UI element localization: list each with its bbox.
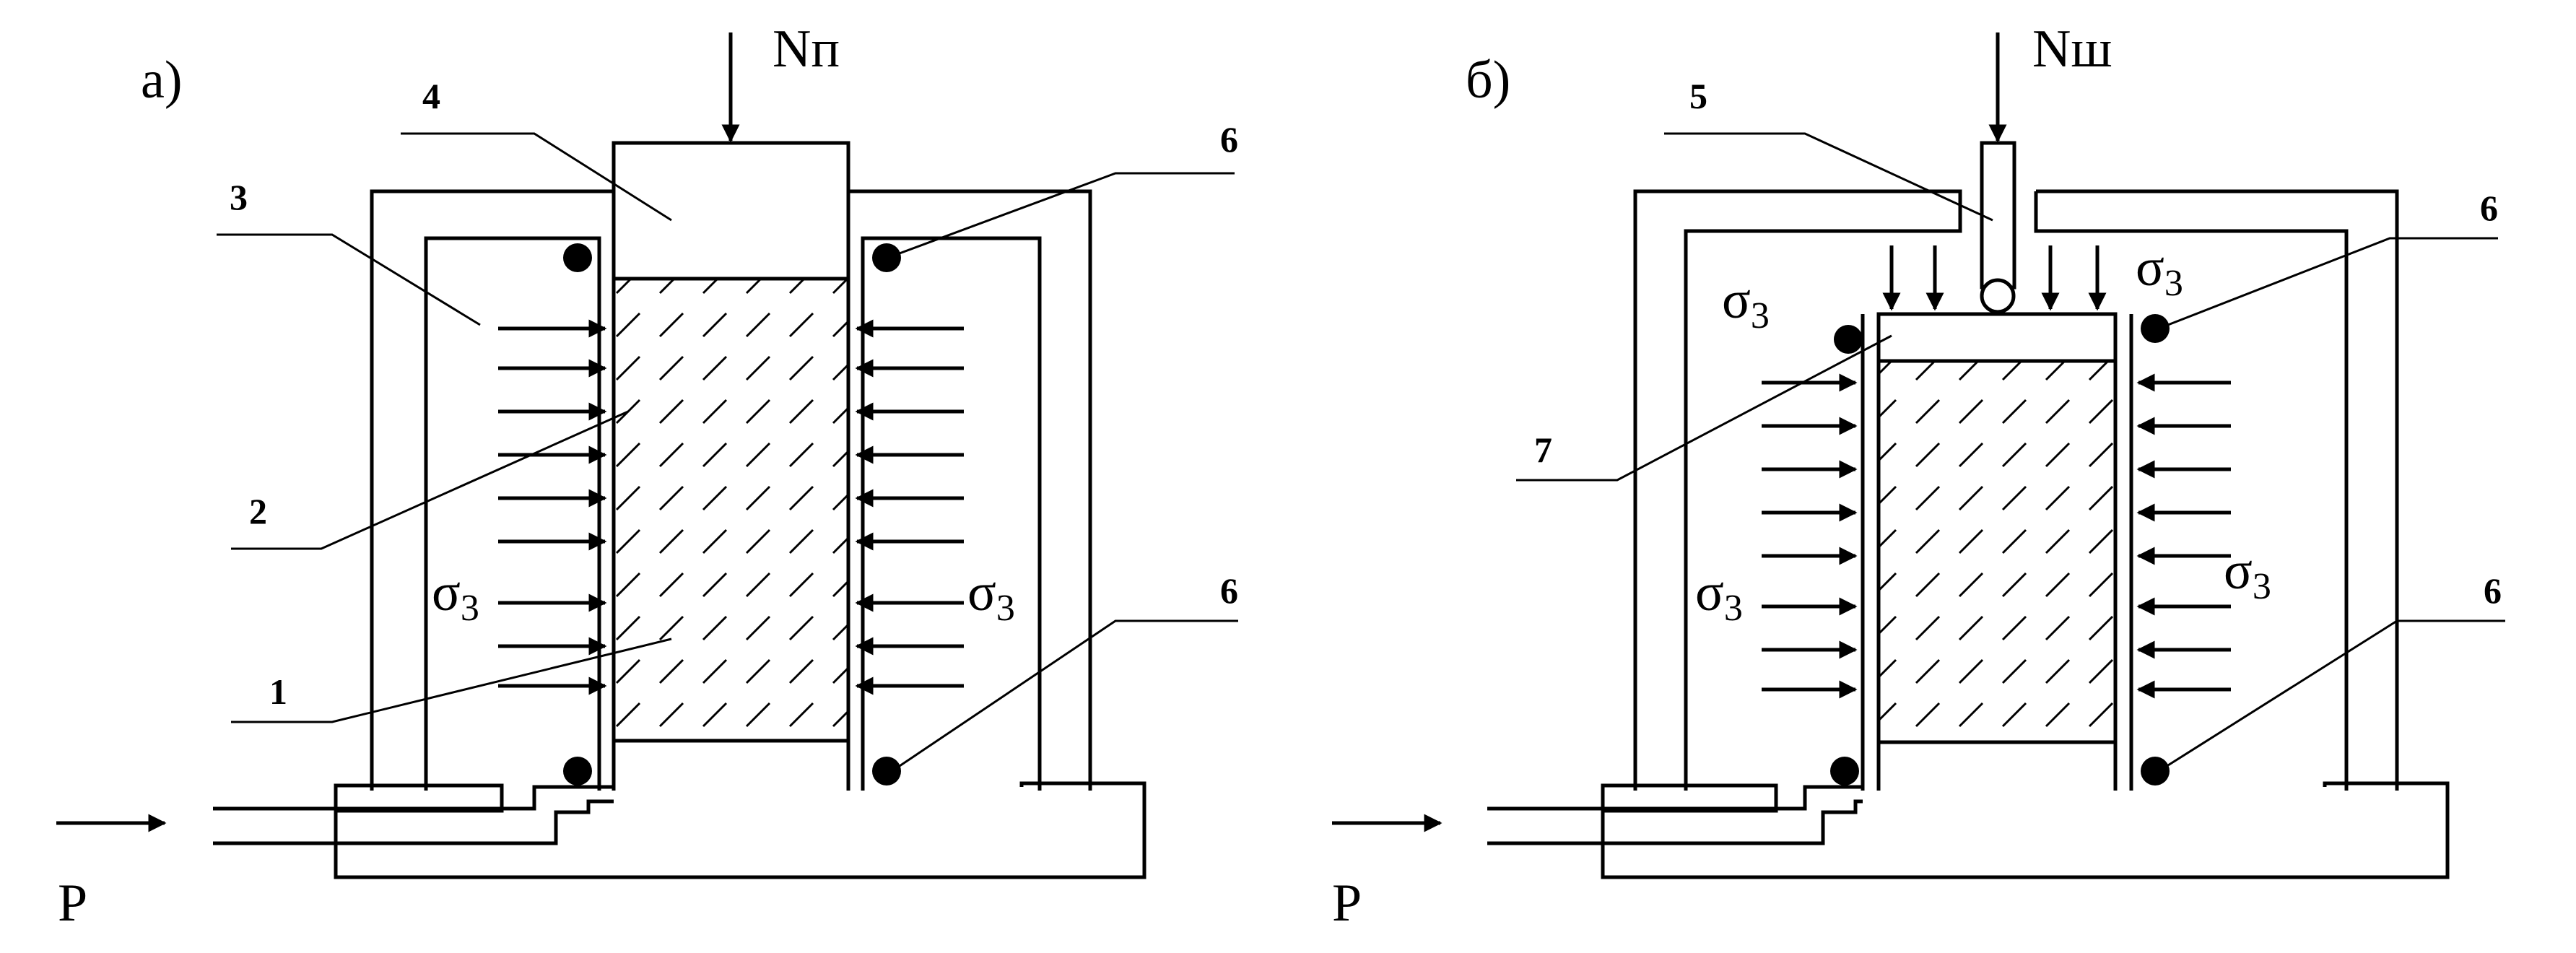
leader-6-top-b (2158, 237, 2498, 330)
panel-b-label: б) (1466, 51, 1510, 110)
pressure-arrows-left-a (498, 319, 607, 695)
ball-rod-b (1980, 141, 2016, 290)
chamber-wall-right-a (846, 189, 1092, 791)
sigma-left-b: σ3 (1695, 563, 1743, 629)
force-label-b: Nш (2032, 19, 2112, 79)
punch-a (612, 141, 850, 281)
leader-5-b (1664, 132, 1993, 222)
leader-2-a (231, 410, 629, 550)
pressure-arrows-right-a (855, 319, 964, 695)
sigma-top-left-b: σ3 (1722, 271, 1770, 336)
leader-1-a (231, 637, 672, 723)
base-b (1601, 781, 2450, 879)
pressure-arrows-top-b (1882, 245, 2107, 311)
sigma-top-right-b: σ3 (2136, 238, 2183, 304)
seal-a-bl (563, 757, 592, 786)
panel-a-label: а) (141, 51, 183, 110)
leader-6-top-a (891, 172, 1235, 258)
panel-b: б) (1332, 19, 2505, 933)
panel-a: а) (56, 19, 1238, 933)
ball-b (1980, 278, 2016, 314)
pressure-channel-a (213, 783, 616, 845)
piston-plate-b (1876, 312, 2118, 363)
seal-b-tl (1834, 325, 1863, 354)
leader-6-bot-a (895, 619, 1238, 770)
seal-b-br (2141, 757, 2170, 786)
seal-a-tr (872, 243, 901, 272)
flange-a (334, 783, 504, 813)
pressure-arrows-right-b (2136, 373, 2231, 699)
sigma-right-a: σ3 (967, 563, 1015, 629)
seal-a-tl (563, 243, 592, 272)
callout-4-a: 4 (422, 76, 440, 116)
pressure-channel-b (1487, 785, 1863, 845)
leader-4-a (401, 132, 672, 222)
callout-3-a: 3 (230, 177, 248, 217)
leader-7-b (1516, 334, 1892, 482)
callout-1-a: 1 (269, 671, 287, 712)
seal-b-tr (2141, 314, 2170, 343)
sigma-left-a: σ3 (432, 563, 479, 629)
callout-6-top-b: 6 (2480, 188, 2498, 228)
flange-b (1601, 783, 1778, 813)
callout-7-b: 7 (1534, 430, 1552, 470)
seal-a-br (872, 757, 901, 786)
chamber-wall-b (1633, 189, 2399, 791)
callout-6-top-a: 6 (1220, 119, 1238, 160)
leader-3-a (217, 233, 481, 326)
pressure-arrows-left-b (1762, 373, 1858, 699)
base-a (334, 781, 1146, 879)
callout-6-bot-b: 6 (2484, 570, 2502, 611)
callout-5-b: 5 (1689, 76, 1707, 116)
pressure-label-b: P (1332, 874, 1362, 933)
sigma-right-b: σ3 (2224, 541, 2271, 607)
sample-b (1876, 359, 2118, 744)
callout-2-a: 2 (249, 491, 267, 531)
callout-6-bot-a: 6 (1220, 570, 1238, 611)
pressure-label-a: P (58, 874, 87, 933)
seal-b-bl (1830, 757, 1859, 786)
leader-6-bot-b (2162, 619, 2505, 770)
force-label-a: Nп (773, 19, 840, 79)
sample-a (612, 277, 850, 743)
